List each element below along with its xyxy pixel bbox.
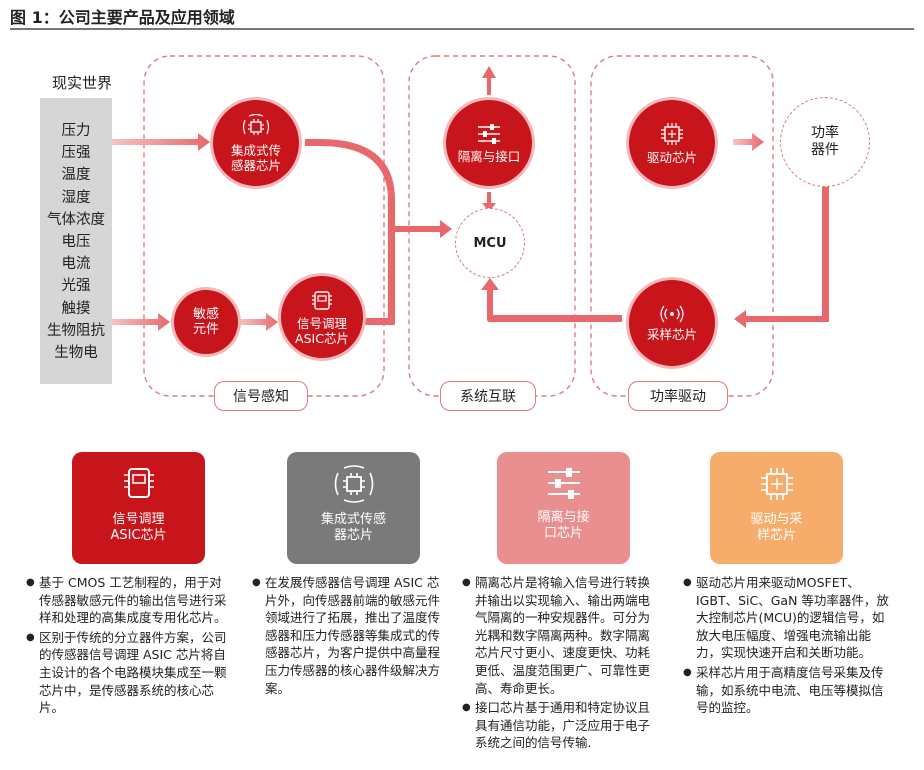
sampling-chip-label: 采样芯片 — [646, 327, 697, 342]
chip-icon — [760, 468, 793, 500]
group-label-signal: 信号感知 — [214, 381, 308, 411]
list-item: 接口芯片基于通用和特定协议且具有通信功能，广泛应用于电子系统之间的信号传输. — [462, 699, 662, 752]
sensor-chip-icon — [334, 465, 373, 503]
arrow-driver-to-power — [733, 133, 764, 151]
list-item: 隔离芯片是将输入信号进行转换并输出以实现输入、输出两端电气隔离的一种安规器件。可… — [462, 574, 662, 697]
mcu-label: MCU — [473, 235, 507, 251]
list-item: 压强 — [61, 145, 91, 162]
real-world-list: 压力 压强 温度 湿度 气体浓度 电压 电流 光强 触摸 生物阻抗 生物电 — [40, 120, 112, 364]
arrow-asic-to-mcu — [360, 232, 395, 325]
card-sensor: 集成式传感器芯片 — [287, 452, 420, 564]
arrow-isolation-up — [482, 66, 496, 95]
list-item: 生物阻抗 — [47, 322, 105, 339]
chip-icon — [661, 123, 683, 145]
arrow-power-to-sampling — [734, 182, 829, 328]
isolation-interface-label: 隔离与接口 — [457, 149, 521, 164]
list-item: 采样芯片用于高精度信号采集及传输，如系统中电流、电压等模拟信号的监控。 — [683, 664, 895, 717]
arrow-to-sensor-chip — [112, 133, 210, 151]
figure-title: 图 1：公司主要产品及应用领域 — [10, 8, 235, 27]
asic-chip-icon — [123, 468, 154, 498]
list-item: 电流 — [61, 256, 91, 273]
asic-chip-label: 信号调理ASIC芯片 — [295, 315, 349, 346]
group-label-interconnect: 系统互联 — [440, 381, 536, 411]
slider-icon — [547, 468, 580, 499]
sensor-chip-icon — [242, 113, 270, 135]
list-item: 基于 CMOS 工艺制程的，用于对传感器敏感元件的输出信号进行采样和处理的高集成… — [26, 574, 232, 627]
list-item: 驱动芯片用来驱动MOSFET、IGBT、SiC、GaN 等功率器件，放大控制芯片… — [683, 574, 895, 662]
power-device-node: 功率器件 — [780, 97, 870, 187]
driver-chip-label: 驱动芯片 — [646, 150, 697, 165]
arrow-to-sensitive-element — [112, 313, 170, 331]
integrated-sensor-chip-label: 集成式传感器芯片 — [230, 142, 281, 173]
description-driver: 驱动芯片用来驱动MOSFET、IGBT、SiC、GaN 等功率器件，放大控制芯片… — [683, 574, 895, 719]
group-label-power: 功率驱动 — [628, 381, 728, 411]
list-item: 光强 — [61, 278, 91, 295]
description-sensor: 在发展传感器信号调理 ASIC 芯片外，向传感器前端的敏感元件领域进行了拓展，推… — [252, 574, 448, 699]
list-item: 温度 — [61, 167, 91, 184]
list-item: 在发展传感器信号调理 ASIC 芯片外，向传感器前端的敏感元件领域进行了拓展，推… — [252, 574, 448, 697]
list-item: 生物电 — [54, 345, 98, 362]
card-driver-label: 驱动与采样芯片 — [750, 512, 803, 543]
group-box-power — [590, 55, 774, 397]
arrow-sampling-to-mcu — [481, 278, 622, 322]
description-asic: 基于 CMOS 工艺制程的，用于对传感器敏感元件的输出信号进行采样和处理的高集成… — [26, 574, 232, 719]
sampling-chip-node: 采样芯片 — [629, 280, 715, 366]
card-driver: 驱动与采样芯片 — [710, 452, 843, 564]
real-world-label: 现实世界 — [52, 74, 113, 92]
integrated-sensor-chip-node: 集成式传感器芯片 — [213, 100, 299, 186]
list-item: 电压 — [61, 234, 91, 251]
card-asic: 信号调理ASIC芯片 — [72, 452, 205, 564]
title-rule — [10, 28, 914, 30]
list-item: 区别于传统的分立器件方案，公司的传感器信号调理 ASIC 芯片将自主设计的各个电… — [26, 629, 232, 717]
arrow-isolation-to-mcu — [482, 192, 496, 212]
list-item: 湿度 — [61, 189, 91, 206]
list-item: 压力 — [61, 123, 91, 139]
power-device-label: 功率器件 — [811, 125, 839, 158]
card-isolation-label: 隔离与接口芯片 — [537, 510, 590, 541]
sensitive-element-node: 敏感元件 — [174, 290, 238, 354]
description-isolation: 隔离芯片是将输入信号进行转换并输出以实现输入、输出两端电气隔离的一种安规器件。可… — [462, 574, 662, 754]
mcu-node: MCU — [455, 208, 525, 278]
arrow-sensor-to-mcu — [305, 139, 452, 238]
signal-icon — [660, 305, 684, 323]
asic-chip-icon — [312, 290, 332, 310]
real-world-panel — [40, 98, 112, 384]
card-sensor-label: 集成式传感器芯片 — [320, 512, 386, 543]
sensitive-element-label: 敏感元件 — [192, 307, 219, 337]
card-isolation: 隔离与接口芯片 — [497, 452, 630, 564]
driver-chip-node: 驱动芯片 — [629, 100, 715, 186]
arrow-to-asic — [240, 313, 278, 331]
list-item: 触摸 — [61, 300, 91, 317]
asic-chip-node: 信号调理ASIC芯片 — [281, 276, 363, 358]
card-asic-label: 信号调理ASIC芯片 — [110, 512, 167, 543]
slider-icon — [478, 124, 500, 144]
list-item: 气体浓度 — [47, 211, 105, 228]
isolation-interface-node: 隔离与接口 — [446, 100, 532, 186]
